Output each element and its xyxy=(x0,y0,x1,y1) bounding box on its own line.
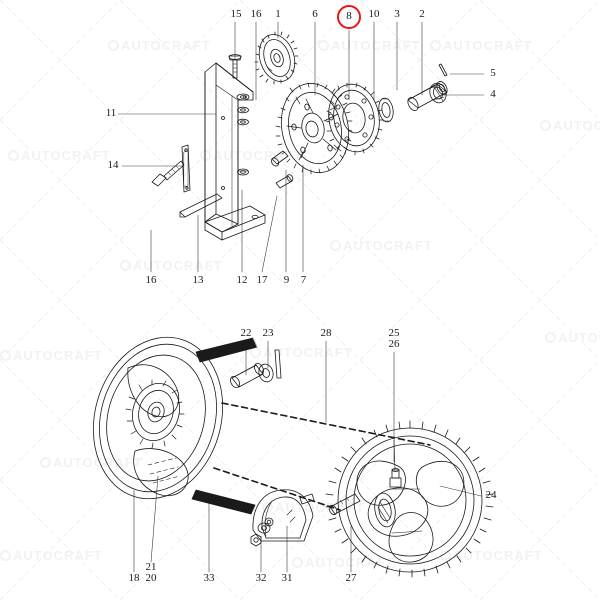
part-label-10[interactable]: 10 xyxy=(368,8,380,20)
part-sprocket-plate xyxy=(325,82,384,156)
part-dowel-pin xyxy=(438,63,448,77)
part-label-12[interactable]: 12 xyxy=(236,274,248,286)
part-label-31[interactable]: 31 xyxy=(281,572,293,584)
part-label-9[interactable]: 9 xyxy=(283,274,290,286)
part-label-8[interactable]: 8 xyxy=(346,10,352,22)
part-label-33[interactable]: 33 xyxy=(203,572,215,584)
part-label-13[interactable]: 13 xyxy=(192,274,204,286)
part-stud-screw xyxy=(151,160,185,187)
part-label-17[interactable]: 17 xyxy=(256,274,268,286)
part-label-5[interactable]: 5 xyxy=(490,67,496,79)
part-washer-and-key xyxy=(258,349,282,383)
part-large-chain-sprocket xyxy=(325,420,494,578)
part-bolt-27 xyxy=(328,493,361,516)
part-sprocket-hub-clamp xyxy=(367,439,429,537)
part-label-20[interactable]: 20 xyxy=(145,572,157,584)
lower-leader-lines xyxy=(133,340,482,573)
part-label-15[interactable]: 15 xyxy=(230,8,242,20)
part-bearing-collar xyxy=(429,82,447,104)
part-crown-bevel-gear xyxy=(275,82,353,175)
part-label-28[interactable]: 28 xyxy=(320,327,332,339)
part-label-16[interactable]: 16 xyxy=(250,8,262,20)
part-label-26[interactable]: 26 xyxy=(388,338,400,350)
part-washer-stack xyxy=(236,93,250,176)
part-hub-sprocket xyxy=(125,379,185,449)
part-drive-belt xyxy=(191,337,258,515)
part-label-25[interactable]: 25 xyxy=(388,327,400,339)
upper-leader-lines xyxy=(117,21,485,273)
part-label-23[interactable]: 23 xyxy=(262,327,274,339)
part-pinion-bevel-gear xyxy=(254,31,299,85)
part-label-21[interactable]: 21 xyxy=(145,561,157,573)
part-label-4[interactable]: 4 xyxy=(490,88,496,100)
part-label-11[interactable]: 11 xyxy=(105,107,117,119)
part-label-6[interactable]: 6 xyxy=(312,8,318,20)
part-latch-plate xyxy=(181,144,191,193)
part-label-16b[interactable]: 16 xyxy=(145,274,157,286)
watermark-ring-icon xyxy=(108,40,119,51)
part-label-22[interactable]: 22 xyxy=(240,327,252,339)
highlight-circle-part-8 xyxy=(337,5,361,29)
part-drive-pulley-flywheel xyxy=(92,336,224,500)
part-label-24[interactable]: 24 xyxy=(485,489,497,501)
part-mounting-bracket xyxy=(179,62,266,241)
part-label-14[interactable]: 14 xyxy=(107,159,119,171)
part-label-7[interactable]: 7 xyxy=(300,274,307,286)
part-label-18[interactable]: 18 xyxy=(128,572,140,584)
part-label-27[interactable]: 27 xyxy=(345,572,357,584)
part-label-2[interactable]: 2 xyxy=(419,8,425,20)
part-label-1[interactable]: 1 xyxy=(275,8,281,20)
part-spacer-tube xyxy=(407,81,448,111)
part-label-3[interactable]: 3 xyxy=(394,8,400,20)
part-bolts-9-7 xyxy=(270,150,294,189)
part-label-32[interactable]: 32 xyxy=(255,572,267,584)
part-bearing-ring xyxy=(378,97,394,123)
construction-dashed-lines xyxy=(213,402,431,511)
part-nut-32 xyxy=(250,522,271,547)
